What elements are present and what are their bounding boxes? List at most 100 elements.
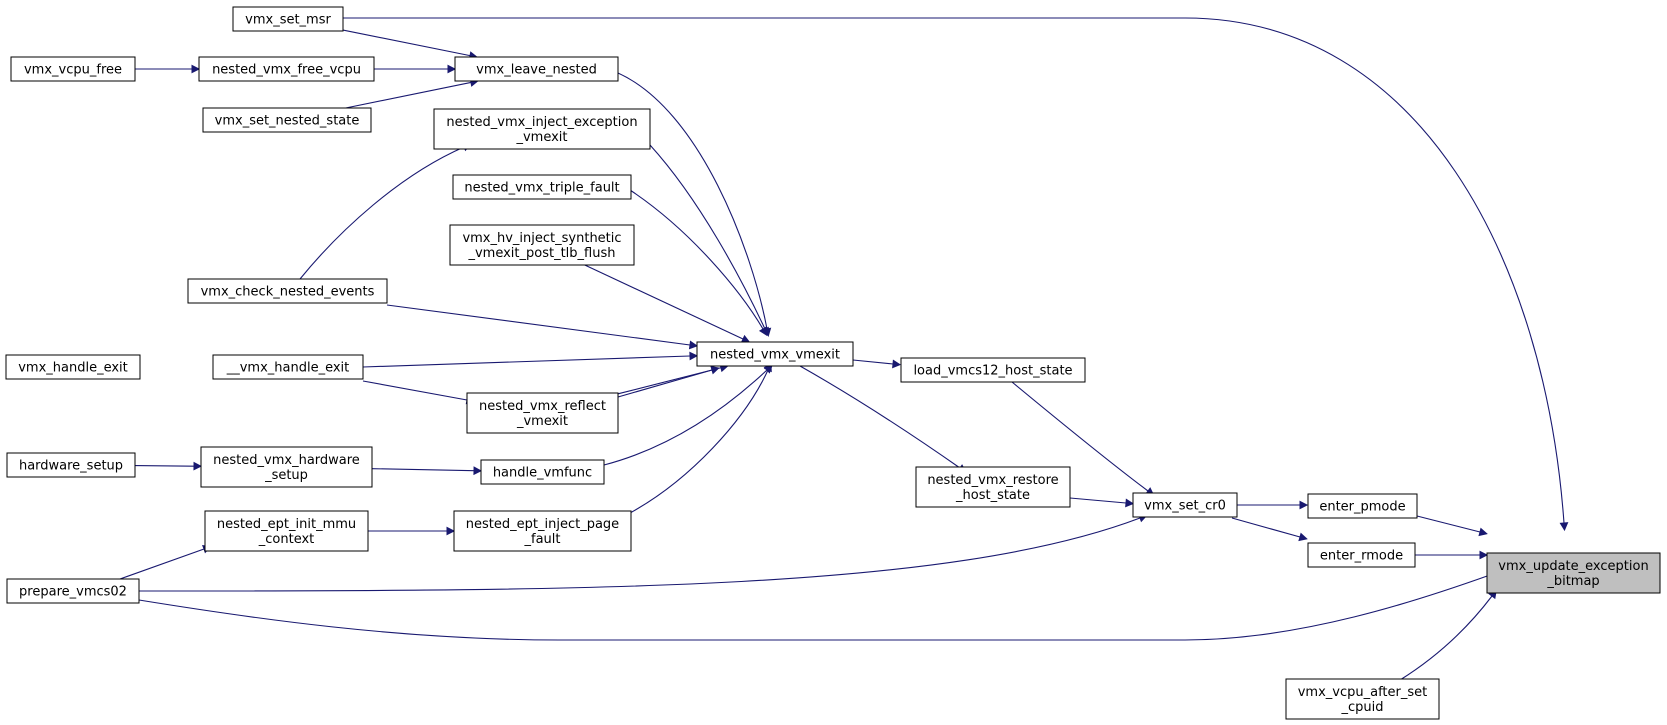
node-box	[6, 578, 140, 604]
node-label: vmx_vcpu_after_set	[1298, 685, 1428, 700]
node-vmx-set-nested-state[interactable]: vmx_set_nested_state	[202, 107, 372, 133]
node-vmx-check-nested-events[interactable]: vmx_check_nested_events	[187, 278, 388, 304]
node-label: __vmx_handle_exit	[226, 361, 350, 376]
edge-line	[629, 369, 769, 514]
edge-vmx_set_cr0-to-enter_rmode	[1231, 517, 1308, 542]
node-nested-vmx-vmexit[interactable]: nested_vmx_vmexit	[696, 341, 854, 367]
node-label: nested_ept_init_mmu	[217, 517, 356, 532]
node-prepare-vmcs02[interactable]: prepare_vmcs02	[6, 578, 140, 604]
node-vmx-leave-nested[interactable]: vmx_leave_nested	[454, 56, 619, 82]
node-vmx-handle-exit[interactable]: __vmx_handle_exit	[212, 354, 364, 380]
edge-vmx_set_cr0-to-enter_pmode	[1237, 500, 1309, 510]
edge-line	[603, 369, 768, 466]
edge-nested_vmx_hardware_setup-to-handle_vmfunc	[371, 466, 483, 476]
edge-arrowhead	[193, 461, 203, 471]
node-nested-vmx-triple-fault[interactable]: nested_vmx_triple_fault	[452, 174, 632, 200]
node-box	[1486, 552, 1661, 594]
node-box	[449, 224, 635, 266]
edge-line	[852, 359, 894, 365]
edge-arrowhead	[758, 326, 768, 336]
edge-line	[371, 468, 475, 472]
edge-prepare_vmcs02-to-nested_ept_init_mmu_context	[119, 545, 212, 580]
edge-line	[1069, 497, 1127, 504]
node-box	[6, 452, 136, 478]
node-label: nested_vmx_restore	[927, 473, 1058, 488]
node-label: nested_vmx_inject_exception	[446, 115, 637, 130]
edge-line	[1416, 515, 1481, 533]
node-label: hardware_setup	[19, 459, 123, 474]
node-vmx-vcpu-free[interactable]: vmx_vcpu_free	[10, 56, 136, 82]
node-box	[212, 354, 364, 380]
node-label: vmx_set_msr	[245, 13, 331, 28]
edge-line	[299, 146, 465, 280]
edge-enter_pmode-to-vmx_update_exception_bitmap	[1416, 515, 1488, 537]
edge-line	[799, 365, 961, 469]
node-label: nested_vmx_free_vcpu	[212, 63, 361, 78]
node-label: vmx_vcpu_free	[24, 63, 122, 78]
node-box	[200, 446, 373, 488]
node-label: vmx_set_nested_state	[215, 114, 360, 129]
edge-arrowhead	[1479, 550, 1489, 560]
node-nested-ept-inject-page-fault[interactable]: nested_ept_inject_page_fault	[453, 510, 632, 552]
edge-arrowhead	[1298, 532, 1308, 542]
edge-line	[1231, 517, 1301, 538]
edge-nested_ept_init_mmu_context-to-nested_ept_inject_page_fault	[368, 526, 456, 536]
node-box	[232, 6, 344, 32]
edge-line	[345, 81, 472, 109]
edge-vmx_set_msr-to-vmx_leave_nested	[342, 29, 478, 60]
edge-line	[134, 465, 195, 467]
node-label: _host_state	[955, 488, 1030, 503]
node-nested-vmx-free-vcpu[interactable]: nested_vmx_free_vcpu	[198, 56, 375, 82]
node-box	[452, 174, 632, 200]
node-label: nested_vmx_hardware	[213, 453, 360, 468]
node-nested-vmx-hardware-setup[interactable]: nested_vmx_hardware_setup	[200, 446, 373, 488]
node-nested-vmx-restore-host-state[interactable]: nested_vmx_restore_host_state	[915, 466, 1071, 508]
edge-line	[1399, 595, 1493, 681]
node-vmx-vcpu-after-set-cpuid[interactable]: vmx_vcpu_after_set_cpuid	[1285, 678, 1440, 720]
edge-nested_vmx_triple_fault-to-nested_vmx_vmexit	[629, 189, 768, 336]
edge-line	[362, 380, 468, 401]
node-label: _cpuid	[1340, 700, 1383, 715]
edge-nested_vmx_inject_exception_vmexit-to-nested_vmx_vmexit	[649, 144, 769, 337]
node-vmx-update-exception-bitmap[interactable]: vmx_update_exception_bitmap	[1486, 552, 1661, 594]
edge-arrowhead	[1559, 522, 1569, 532]
node-vmx-set-msr[interactable]: vmx_set_msr	[232, 6, 344, 32]
node-nested-vmx-inject-exception-vmexit[interactable]: nested_vmx_inject_exception_vmexit	[433, 108, 651, 150]
node-nested-ept-init-mmu-context[interactable]: nested_ept_init_mmu_context	[204, 510, 369, 552]
edge-arrowhead	[1125, 498, 1135, 508]
node-enter-pmode[interactable]: enter_pmode	[1307, 493, 1418, 519]
edge-vmx_handle_exit-to-__vmx_handle_exit	[362, 380, 475, 405]
node-label: vmx_update_exception	[1498, 559, 1648, 574]
node-label: _bitmap	[1546, 574, 1599, 589]
edge-line	[584, 264, 744, 340]
node-box	[915, 466, 1071, 508]
node-vmx-set-cr0[interactable]: vmx_set_cr0	[1132, 492, 1238, 518]
edge-line	[617, 367, 722, 395]
node-label: _vmexit	[516, 414, 568, 429]
edge-nested_ept_inject_page_fault-to-nested_vmx_vmexit	[629, 362, 772, 514]
edge-line	[386, 304, 691, 346]
node-vmx-handle-exit[interactable]: vmx_handle_exit	[5, 354, 141, 380]
node-label: enter_pmode	[1319, 500, 1405, 515]
node-handle-vmfunc[interactable]: handle_vmfunc	[480, 459, 605, 485]
node-enter-rmode[interactable]: enter_rmode	[1307, 542, 1416, 568]
edge-vmx_vcpu_after_set_cpuid-to-vmx_update_exception_bitmap	[1399, 589, 1497, 681]
edge-arrowhead	[689, 351, 699, 361]
node-hardware-setup[interactable]: hardware_setup	[6, 452, 136, 478]
edge-nested_vmx_free_vcpu-to-vmx_leave_nested	[374, 64, 457, 74]
edge-enter_rmode-to-vmx_update_exception_bitmap	[1415, 550, 1489, 560]
node-box	[480, 459, 605, 485]
node-vmx-hv-inject-synthetic-vmexit-post-tlb-flush[interactable]: vmx_hv_inject_synthetic_vmexit_post_tlb_…	[449, 224, 635, 266]
edge-nested_vmx_restore_host_state-to-vmx_set_cr0	[1069, 497, 1135, 508]
edge-line	[343, 17, 1565, 524]
node-load-vmcs12-host-state[interactable]: load_vmcs12_host_state	[900, 357, 1086, 383]
node-nested-vmx-reflect-vmexit[interactable]: nested_vmx_reflect_vmexit	[466, 392, 619, 434]
node-box	[5, 354, 141, 380]
node-label: vmx_leave_nested	[476, 63, 597, 78]
node-label: nested_ept_inject_page	[466, 517, 619, 532]
edge-vmx_vcpu_free-to-nested_vmx_free_vcpu	[135, 64, 201, 74]
node-label: handle_vmfunc	[493, 466, 592, 481]
node-box	[454, 56, 619, 82]
node-label: vmx_check_nested_events	[201, 285, 375, 300]
